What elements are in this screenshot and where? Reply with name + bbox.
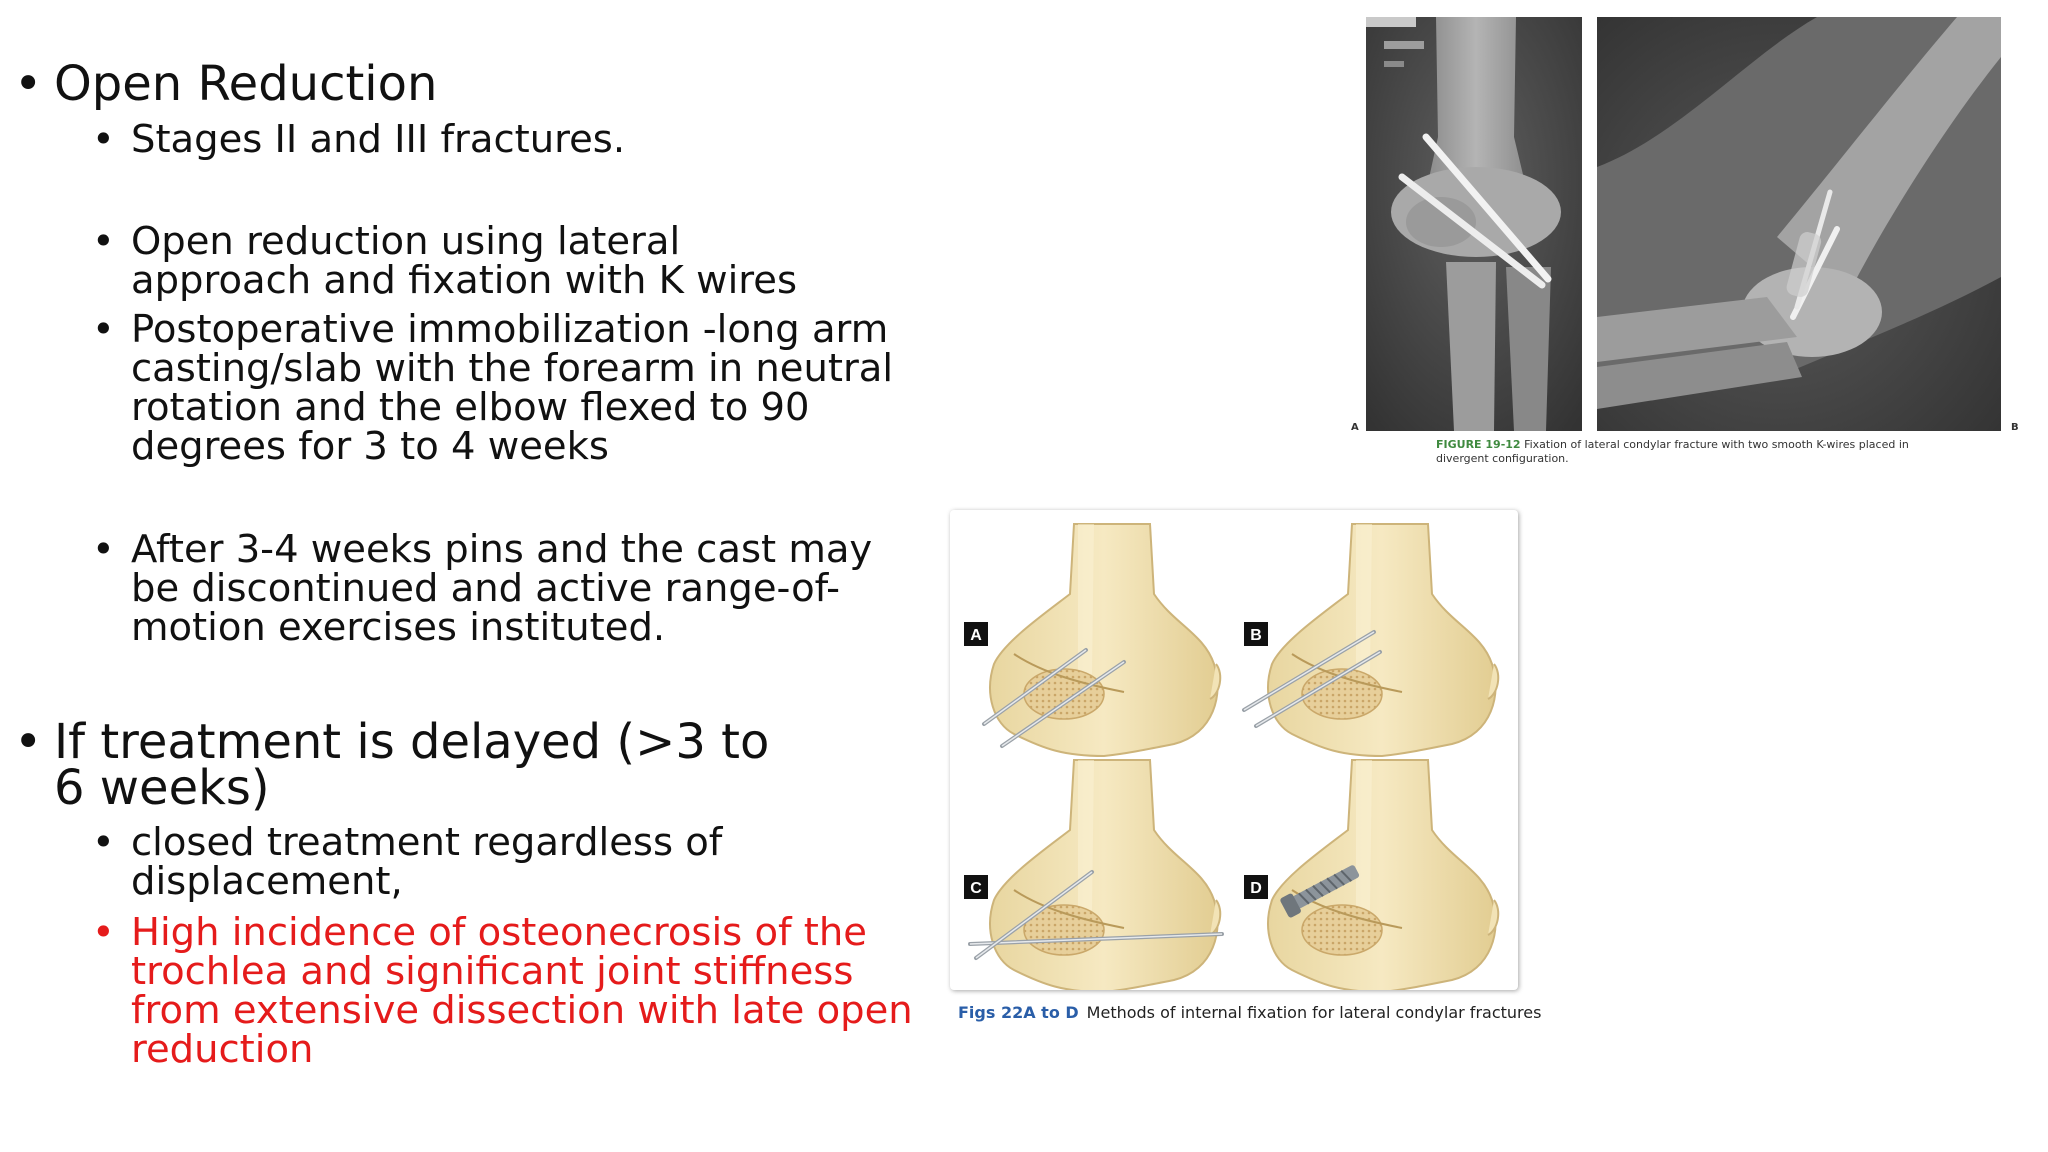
bullet-marker: •	[92, 910, 115, 955]
diagram-label-b: B	[1250, 627, 1262, 644]
diagram-caption-text: Methods of internal fixation for lateral…	[1086, 1003, 1542, 1022]
bullet-open-reduction: • Open Reduction	[14, 56, 914, 112]
bullet-text: Postoperative immobilization -long arm c…	[131, 307, 894, 469]
xray-b-image	[1597, 17, 2001, 431]
xray-caption-text: Fixation of lateral condylar fracture wi…	[1436, 438, 1909, 465]
bullet-marker: •	[14, 714, 43, 770]
xray-a-image	[1366, 17, 1582, 431]
bullet-immobilization: • Postoperative immobilization -long arm…	[92, 310, 912, 466]
xray-panel-a	[1366, 17, 1582, 431]
bullet-stages: • Stages II and III fractures.	[92, 120, 912, 159]
diagram-caption-label: Figs 22A to D	[958, 1003, 1079, 1022]
bullet-delayed-treatment: • If treatment is delayed (>3 to 6 weeks…	[14, 714, 774, 816]
diagram-label-box-a	[964, 622, 988, 646]
diagram-label-box-c	[964, 875, 988, 899]
heading-delayed-treatment: If treatment is delayed (>3 to 6 weeks)	[54, 714, 770, 816]
bullet-osteonecrosis: • High incidence of osteonecrosis of the…	[92, 913, 932, 1069]
bullet-lateral-approach: • Open reduction using lateral approach …	[92, 222, 872, 300]
bullet-text: closed treatment regardless of displacem…	[131, 820, 723, 904]
diagram-label-c: C	[970, 880, 982, 897]
bullet-marker: •	[92, 307, 115, 352]
bullet-text: Stages II and III fractures.	[131, 117, 626, 162]
diagram-caption: Figs 22A to D Methods of internal fixatio…	[958, 1003, 1541, 1022]
fixation-diagram-image: A B C	[964, 523, 1500, 990]
xray-panel-b	[1597, 17, 2001, 431]
diagram-label-d: D	[1250, 880, 1262, 897]
bullet-text: After 3-4 weeks pins and the cast may be…	[131, 527, 873, 650]
bullet-marker: •	[14, 56, 43, 112]
fixation-diagram: A B C	[950, 510, 1518, 990]
bullet-marker: •	[92, 117, 115, 162]
bullet-text-highlight: High incidence of osteonecrosis of the t…	[131, 910, 913, 1072]
bullet-marker: •	[92, 219, 115, 264]
bullet-closed-treatment: • closed treatment regardless of displac…	[92, 823, 792, 901]
diagram-label-box-b	[1244, 622, 1268, 646]
bullet-marker: •	[92, 820, 115, 865]
bullet-text: Open reduction using lateral approach an…	[131, 219, 798, 303]
diagram-label-box-d	[1244, 875, 1268, 899]
heading-open-reduction: Open Reduction	[54, 56, 438, 112]
xray-caption-label: FIGURE 19-12	[1436, 438, 1521, 451]
diagram-label-a: A	[970, 627, 982, 644]
bullet-marker: •	[92, 527, 115, 572]
bullet-pins-removal: • After 3-4 weeks pins and the cast may …	[92, 530, 892, 647]
xray-panel-a-letter: A	[1351, 422, 1359, 433]
xray-caption: FIGURE 19-12 Fixation of lateral condyla…	[1436, 438, 1936, 466]
xray-panel-b-letter: B	[2011, 422, 2019, 433]
